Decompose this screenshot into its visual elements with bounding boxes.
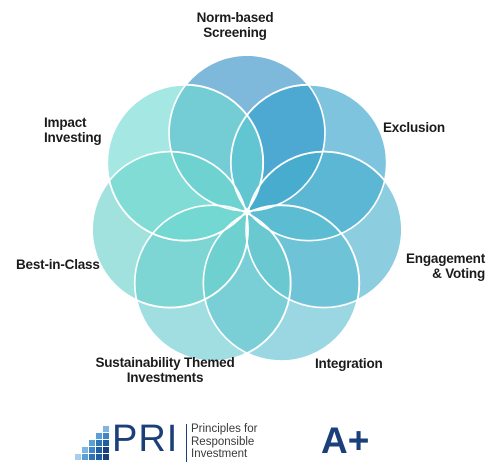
label-norm-based-screening: Norm-based Screening: [196, 10, 274, 40]
petal-outline-impact-investing: [106, 83, 264, 242]
label-sustainability-themed-investments: Sustainability Themed Investments: [95, 355, 235, 385]
petal-outline-exclusion: [229, 83, 388, 242]
petal-outline-best-in-class: [91, 150, 249, 309]
pri-logo-tagline: Principles for Responsible Investment: [191, 423, 258, 460]
petal-outline-sustainability-themed-investments: [133, 204, 292, 363]
label-exclusion: Exclusion: [383, 120, 445, 135]
petal-outline-engagement-voting: [245, 150, 403, 309]
label-integration: Integration: [315, 356, 383, 371]
pri-logo-word: PRI: [112, 418, 179, 460]
pri-rating-grade: A+: [321, 420, 370, 461]
label-impact-investing: Impact Investing: [44, 115, 102, 145]
petal-outline-integration: [202, 204, 361, 363]
label-engagement-voting: Engagement & Voting: [405, 251, 485, 281]
label-best-in-class: Best-in-Class: [16, 257, 100, 272]
pri-logo-divider: [186, 424, 187, 462]
